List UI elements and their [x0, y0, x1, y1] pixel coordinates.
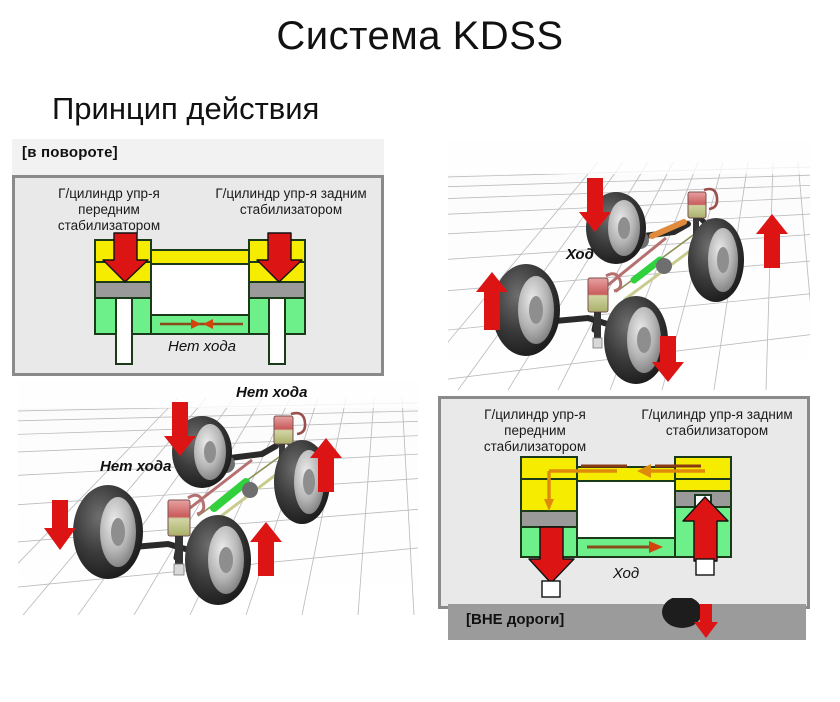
load-arrow-front: [528, 526, 575, 584]
caption-off-road-label: [ВНЕ дороги]: [466, 611, 565, 628]
arrow-front-left-up: [476, 272, 508, 330]
wheel-front-right: [604, 296, 668, 384]
slide-title: Система KDSS: [276, 14, 564, 58]
arrow-front-left-down: [44, 500, 76, 550]
hydraulic-actuator-front: [587, 272, 623, 349]
wheel-front-left: [492, 264, 560, 356]
arrow-rear-left-down: [579, 178, 611, 232]
arrow-rear-right-up: [310, 438, 342, 492]
wheel-front-left: [73, 485, 143, 579]
scene-in-turn-stroke-label-upper: Нет хода: [236, 384, 308, 401]
schematic-panel-in-turn: Г/цилиндр упр-я передним стабилизатором …: [12, 175, 384, 376]
vehicle-illustration-in-turn: Нет хода Нет хода: [18, 380, 418, 615]
panel-off-road-stroke-label: Ход: [612, 565, 640, 582]
arrow-rear-right-up: [756, 214, 788, 268]
load-arrow-rear: [256, 232, 303, 283]
load-arrow-front: [102, 232, 149, 283]
hydraulic-actuator-front: [167, 493, 206, 576]
load-arrow-rear: [682, 496, 729, 562]
caption-in-turn: [в повороте]: [12, 139, 384, 175]
panel-in-turn-header-front: Г/цилиндр упр-я передним стабилизатором: [57, 186, 161, 233]
arrow-front-right-down: [652, 336, 684, 382]
schematic-panel-off-road: Г/цилиндр упр-я передним стабилизатором …: [438, 396, 810, 609]
flow-upper-indicator: [544, 464, 705, 511]
flow-lower-indicator: [587, 541, 663, 553]
arrow-rear-left-down: [164, 402, 196, 456]
wheel-front-right: [185, 515, 251, 605]
arrow-front-right-up: [250, 522, 282, 576]
hydraulic-actuator-rear: [687, 187, 719, 238]
caption-off-road: [ВНЕ дороги]: [448, 598, 806, 640]
wheel-rear-right: [688, 218, 744, 302]
panel-off-road-header-rear: Г/цилиндр упр-я задним стабилизатором: [641, 407, 793, 438]
schematic-in-turn-drawing: [94, 232, 306, 365]
panel-in-turn-header-rear: Г/цилиндр упр-я задним стабилизатором: [215, 186, 367, 217]
wheel-rear-right: [274, 440, 330, 524]
flow-blocked-indicator: [160, 319, 243, 329]
caption-in-turn-label: [в повороте]: [22, 144, 118, 161]
offroad-wheel-marker: [662, 598, 718, 638]
schematic-off-road-drawing: [520, 456, 732, 598]
scene-off-road-stroke-label: Ход: [566, 246, 594, 263]
slide-subtitle: Принцип действия: [52, 91, 320, 126]
scene-in-turn-stroke-label-lower: Нет хода: [100, 458, 172, 475]
vehicle-illustration-off-road: Ход: [448, 140, 810, 390]
panel-off-road-header-front: Г/цилиндр упр-я передним стабилизатором: [483, 407, 587, 454]
panel-in-turn-stroke-label: Нет хода: [168, 338, 236, 355]
